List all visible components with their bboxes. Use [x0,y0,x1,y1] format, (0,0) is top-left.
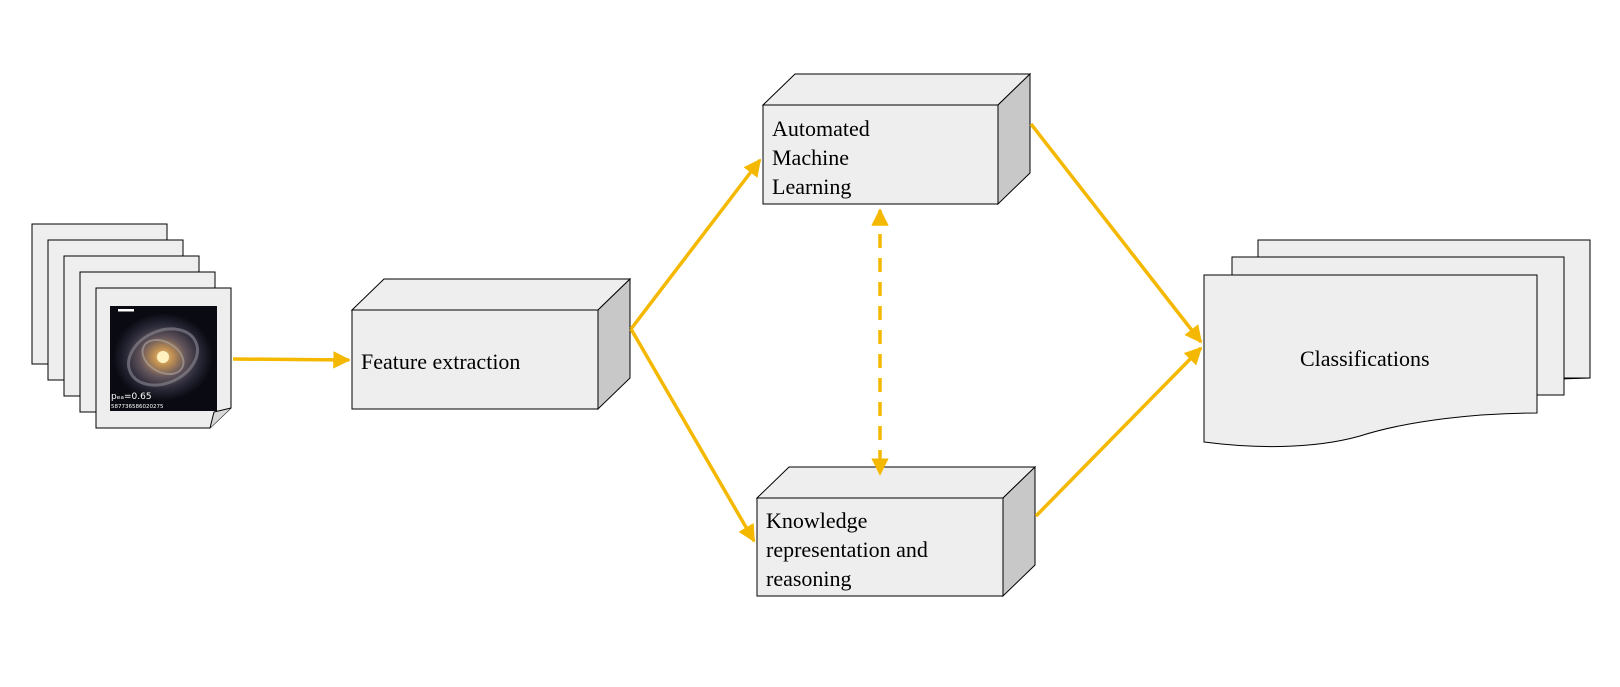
feature-extraction-box: Feature extraction [350,277,632,411]
krr-box: Knowledge representation and reasoning [755,465,1037,598]
box-top [755,466,1037,499]
front-sheet-folded-corner [209,407,232,429]
box-front [351,309,599,410]
box-front [756,497,1004,597]
classifications-label: Classifications [1300,346,1430,371]
automl-box: Automated Machine Learning [761,72,1032,206]
box-top [350,278,632,311]
automl-label: Automated Machine Learning [772,116,875,199]
scale-bar [118,309,134,312]
arrow-automl-to-classifications [1029,122,1203,344]
input-image-stack: pₑₐ=0.65 587736586020275 [31,223,232,429]
feature-extraction-label: Feature extraction [361,349,520,374]
image-caption-id: 587736586020275 [111,404,164,410]
arrow-feature-extraction-to-automl [629,158,762,331]
arrow-krr-to-classifications [1034,346,1203,518]
arrow-images-to-feature-extraction [232,351,351,369]
document-front [1203,274,1538,448]
galaxy-image: pₑₐ=0.65 587736586020275 [110,306,217,411]
image-caption-value: pₑₐ=0.65 [111,392,152,402]
classifications-documents: Classifications [1203,239,1591,448]
arrows [232,122,1203,543]
box-top [761,73,1032,106]
krr-label: Knowledge representation and reasoning [766,508,933,591]
box-front [762,104,999,205]
arrow-feature-extraction-to-krr [629,328,756,543]
